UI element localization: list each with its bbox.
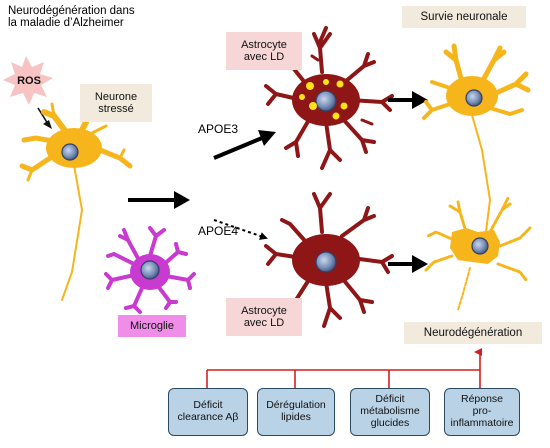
cause-box-inflammation: Réponse pro- inflammatoire — [444, 388, 520, 436]
stressed-neuron-label: Neurone stressé — [80, 84, 152, 122]
apoe3-arrow — [213, 130, 276, 160]
cause-box-glucose: Déficit métabolisme glucides — [350, 388, 430, 436]
stressed-neuron — [19, 93, 133, 301]
cause-box-lipids: Dérégulation lipides — [257, 388, 335, 436]
diagram-title: Neurodégénération dans la maladie d’Alzh… — [8, 5, 135, 30]
ros-burst-icon — [3, 56, 53, 105]
astrocyte-bottom-label: Astrocyte avec LD — [226, 298, 302, 336]
apoe4-label: APOE4 — [198, 224, 239, 238]
ros-arrow — [37, 107, 52, 129]
arrow-to-neurodegeneration — [388, 255, 428, 273]
red-connector — [206, 348, 482, 388]
main-arrow — [128, 191, 190, 209]
neurodegeneration-label: Neurodégénération — [404, 322, 542, 344]
cause-box-abeta: Déficit clearance Aβ — [168, 388, 248, 436]
ros-label: ROS — [17, 75, 41, 87]
microglia-label: Microglie — [118, 315, 186, 337]
apoe3-label: APOE3 — [198, 122, 239, 136]
degenerating-neuron — [424, 196, 532, 311]
astrocyte-bottom — [264, 192, 394, 328]
astrocyte-top-label: Astrocyte avec LD — [226, 32, 302, 70]
microglia-cell — [104, 226, 196, 314]
healthy-neuron — [422, 43, 531, 233]
arrow-to-survival — [388, 91, 428, 109]
survival-label: Survie neuronale — [402, 6, 526, 28]
